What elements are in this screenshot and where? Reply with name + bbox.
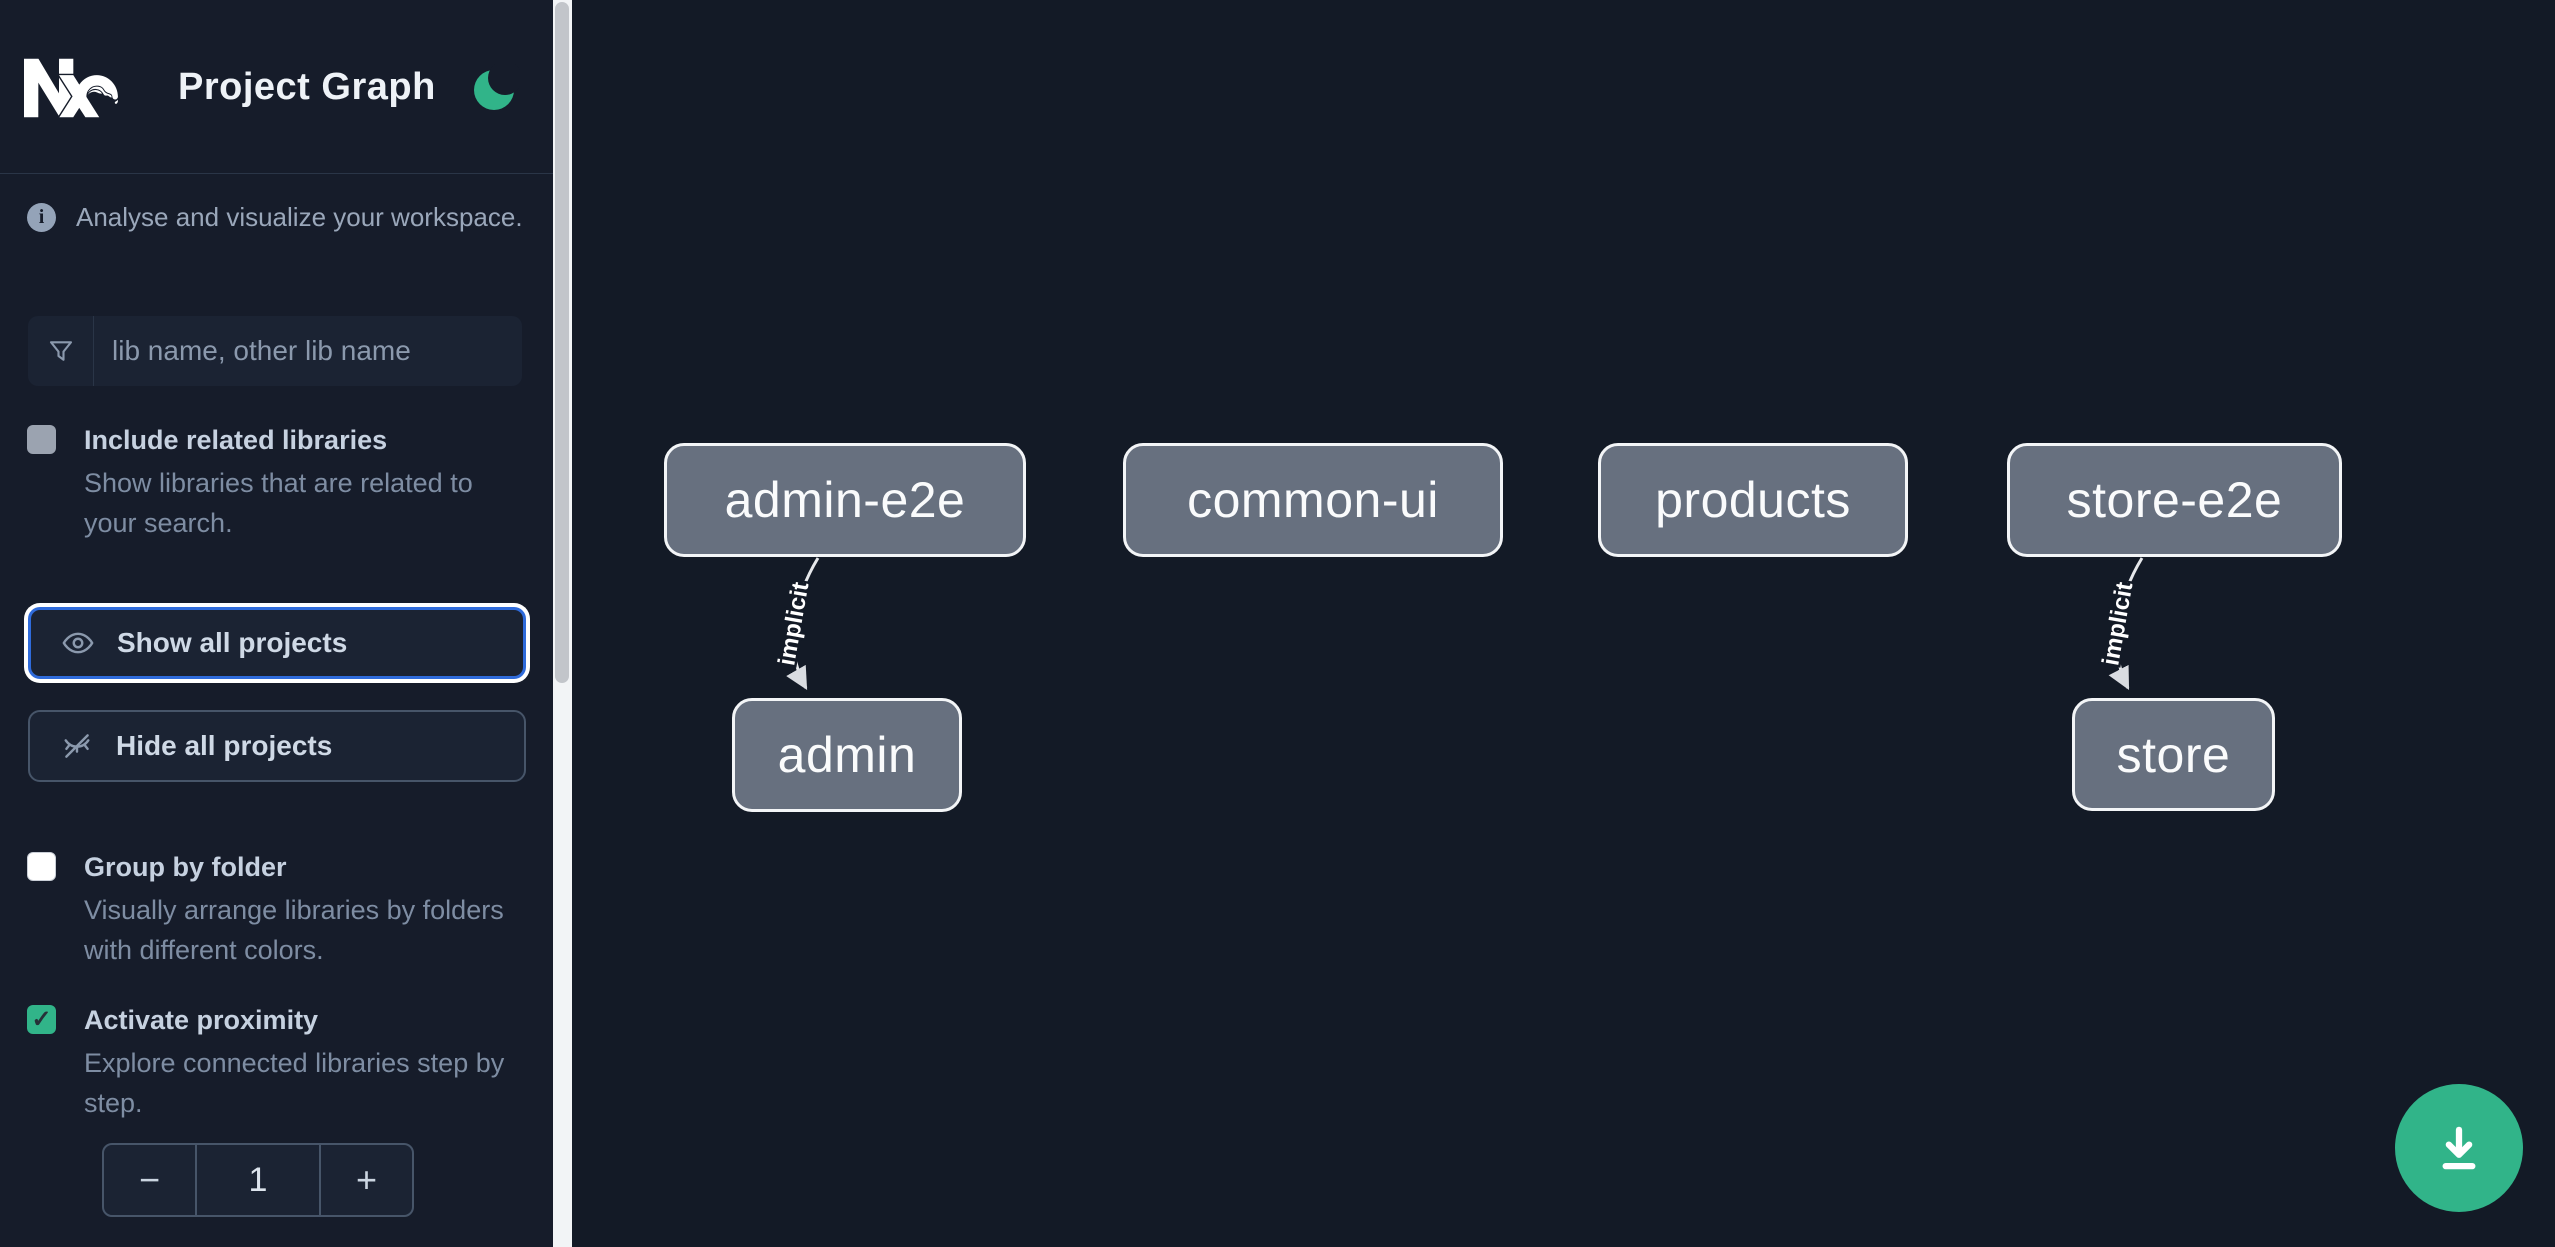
hide-all-projects-label: Hide all projects [116, 730, 333, 761]
activate-proximity-checkbox[interactable]: ✓ [27, 1005, 56, 1034]
include-related-block: Include related libraries Show libraries… [27, 423, 527, 543]
hide-all-projects-button[interactable]: Hide all projects [28, 710, 526, 782]
include-related-label: Include related libraries [84, 425, 388, 455]
activate-proximity-block: ✓ Activate proximity Explore connected l… [27, 1003, 527, 1123]
download-icon [2442, 1126, 2476, 1170]
eye-icon [62, 632, 94, 654]
filter-box [28, 316, 522, 386]
filter-input[interactable] [94, 316, 522, 386]
sidebar: Project Graph i Analyse and visualize yo… [0, 0, 553, 1247]
group-by-folder-description: Visually arrange libraries by folders wi… [84, 895, 504, 965]
show-all-projects-button[interactable]: Show all projects [28, 607, 526, 679]
graph-node-admin[interactable]: admin [732, 698, 962, 812]
group-by-folder-block: Group by folder Visually arrange librari… [27, 850, 527, 970]
include-related-checkbox[interactable] [27, 425, 56, 454]
download-graph-button[interactable] [2395, 1084, 2523, 1212]
graph-node-common-ui[interactable]: common-ui [1123, 443, 1503, 557]
decrement-button[interactable]: − [138, 1159, 161, 1200]
page-title: Project Graph [178, 66, 436, 108]
sidebar-scrollbar-thumb[interactable] [555, 2, 569, 683]
graph-node-products[interactable]: products [1598, 443, 1908, 557]
info-text: Analyse and visualize your workspace. [76, 202, 523, 232]
graph-node-admin-e2e[interactable]: admin-e2e [664, 443, 1026, 557]
proximity-depth-value[interactable]: 1 [195, 1145, 321, 1215]
dark-mode-toggle-moon-icon[interactable] [470, 64, 520, 114]
sidebar-header: Project Graph [0, 0, 553, 174]
nx-logo [24, 58, 118, 118]
activate-proximity-label: Activate proximity [84, 1005, 319, 1035]
group-by-folder-label: Group by folder [84, 852, 287, 882]
activate-proximity-description: Explore connected libraries step by step… [84, 1048, 505, 1118]
include-related-description: Show libraries that are related to your … [84, 468, 473, 538]
info-icon: i [27, 203, 56, 232]
proximity-depth-stepper: − 1 + [102, 1143, 414, 1217]
funnel-icon [28, 316, 94, 386]
graph-canvas[interactable] [572, 0, 2555, 1247]
increment-button[interactable]: + [355, 1159, 378, 1200]
sidebar-scrollbar-track[interactable] [553, 0, 572, 1247]
workspace-info: i Analyse and visualize your workspace. [27, 202, 523, 233]
eye-off-icon [64, 734, 90, 758]
graph-node-store-e2e[interactable]: store-e2e [2007, 443, 2342, 557]
graph-node-store[interactable]: store [2072, 698, 2275, 811]
show-all-projects-label: Show all projects [117, 627, 348, 658]
group-by-folder-checkbox[interactable] [27, 852, 56, 881]
